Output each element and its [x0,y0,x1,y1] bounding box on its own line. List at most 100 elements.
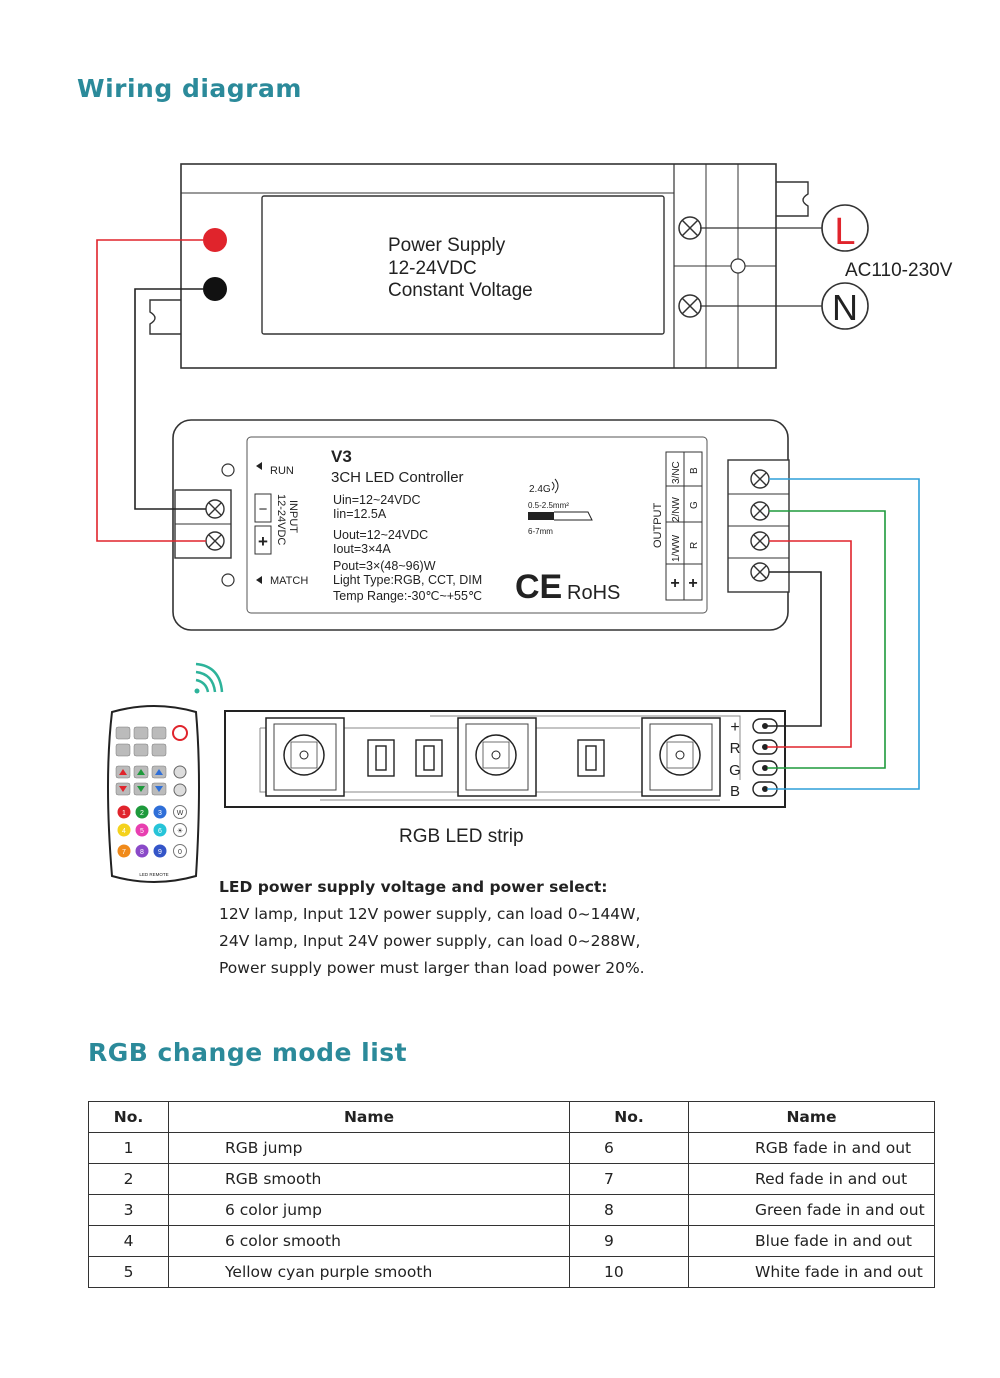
strip-pin-r: R [730,740,741,757]
mode-number: 6 [569,1132,689,1164]
header-name: Name [168,1101,570,1133]
ac-voltage-label: AC110-230V [845,260,953,281]
table-row: 2 RGB smooth 7 Red fade in and out [88,1163,935,1195]
remote-key-9: 9 [158,849,162,856]
table-header-row: No. Name No. Name [88,1101,935,1133]
psu-line2: 12-24VDC [388,258,477,279]
ac-l-label: L [834,211,855,253]
strip-pin-g: G [729,762,741,779]
out-r-label: R [689,542,700,549]
notes-line: 24V lamp, Input 24V power supply, can lo… [219,932,641,950]
out-ch1-label: 1/WW [671,534,682,562]
controller-model: V3 [331,447,352,466]
match-label: MATCH [270,575,308,587]
spec-iout: Iout=3×4A [333,542,391,556]
controller: RUN MATCH − + INPUT 12-24VDC V3 3CH LED … [172,419,790,631]
rf-label: 2.4G [529,484,551,495]
rohs-mark: RoHS [567,582,620,604]
spec-temp: Temp Range:-30℃~+55℃ [333,589,482,603]
table-row: 4 6 color smooth 9 Blue fade in and out [88,1225,935,1257]
led-chip-3 [641,717,721,797]
notes-heading: LED power supply voltage and power selec… [219,878,608,896]
out-ch3-label: 3/NC [671,461,682,484]
power-icon [172,725,188,741]
remote-key-4: 4 [122,828,126,835]
spec-light-type: Light Type:RGB, CCT, DIM [333,573,482,587]
mode-number: 5 [88,1256,169,1288]
input-label: INPUT [287,500,299,533]
mode-number: 2 [88,1163,169,1195]
header-no: No. [88,1101,169,1133]
wiring-diagram-title: Wiring diagram [77,74,302,103]
controller-name: 3CH LED Controller [331,469,464,486]
mode-number: 4 [88,1225,169,1257]
led-strip: + R G B RGB LED strip [224,710,786,847]
ce-mark: CE [515,568,562,606]
mode-number: 10 [569,1256,689,1288]
rf-wave-icon [551,478,559,494]
resistor [367,739,605,777]
ac-mains: L N AC110-230V [821,204,953,330]
ac-n-label: N [832,287,858,328]
psu-line1: Power Supply [388,235,506,256]
spec-iin: Iin=12.5A [333,507,387,521]
mode-name: Yellow cyan purple smooth [168,1256,570,1288]
mode-number: 7 [569,1163,689,1195]
table-row: 1 RGB jump 6 RGB fade in and out [88,1132,935,1164]
remote-key-8: 8 [140,849,144,856]
led-chip-1 [265,717,345,797]
header-no: No. [569,1101,689,1133]
mode-list-title: RGB change mode list [88,1038,408,1067]
mode-table: No. Name No. Name 1 RGB jump 6 RGB fade … [88,1101,935,1288]
mode-number: 1 [88,1132,169,1164]
wire-strip-length: 6-7mm [528,527,553,536]
mode-name: RGB smooth [168,1163,570,1195]
out-b-label: B [689,467,700,474]
out-plus-2: + [688,575,697,592]
strip-pin-plus: + [730,719,739,736]
remote-key-0: 0 [178,849,182,856]
psu-positive-terminal [203,228,227,252]
mode-name: RGB fade in and out [688,1132,935,1164]
led-chip-2 [457,717,537,797]
input-voltage-label: 12-24VDC [275,494,287,545]
table-row: 3 6 color jump 8 Green fade in and out [88,1194,935,1226]
remote-key-6: 6 [158,828,162,835]
strip-pin-b: B [730,783,740,800]
remote-key-3: 3 [158,810,162,817]
psu-negative-terminal [203,277,227,301]
mode-number: 3 [88,1194,169,1226]
wire-strip-icon [528,511,593,521]
mode-name: 6 color smooth [168,1225,570,1257]
mode-name: Red fade in and out [688,1163,935,1195]
input-minus: − [259,501,268,518]
power-supply: Power Supply 12-24VDC Constant Voltage [149,163,823,369]
mode-name: 6 color jump [168,1194,570,1226]
remote-control: 1 2 3 W 4 5 6 ☀ 7 8 9 0 LED REMOTE [107,662,224,883]
mode-name: RGB jump [168,1132,570,1164]
out-ch2-label: 2/NW [671,496,682,522]
remote-key-w: W [177,810,184,817]
remote-key-bright: ☀ [177,827,183,835]
psu-line3: Constant Voltage [388,280,533,301]
mode-name: Blue fade in and out [688,1225,935,1257]
mode-number: 8 [569,1194,689,1226]
power-supply-notes: LED power supply voltage and power selec… [219,874,645,982]
wiring-diagram: Power Supply 12-24VDC Constant Voltage L… [96,163,953,883]
spec-pout: Pout=3×(48~96)W [333,559,436,573]
remote-key-2: 2 [140,810,144,817]
out-plus-1: + [670,575,679,592]
wires [96,239,920,790]
input-plus: + [258,532,268,551]
rf-signal-icon [194,662,224,694]
mode-name: Green fade in and out [688,1194,935,1226]
wire-gauge-label: 0.5-2.5mm² [528,501,569,510]
notes-line: Power supply power must larger than load… [219,959,645,977]
out-g-label: G [689,501,700,509]
output-label: OUTPUT [652,503,664,549]
remote-key-7: 7 [122,849,126,856]
remote-key-1: 1 [122,810,126,817]
spec-uin: Uin=12~24VDC [333,493,421,507]
spec-uout: Uout=12~24VDC [333,528,428,542]
remote-key-5: 5 [140,828,144,835]
